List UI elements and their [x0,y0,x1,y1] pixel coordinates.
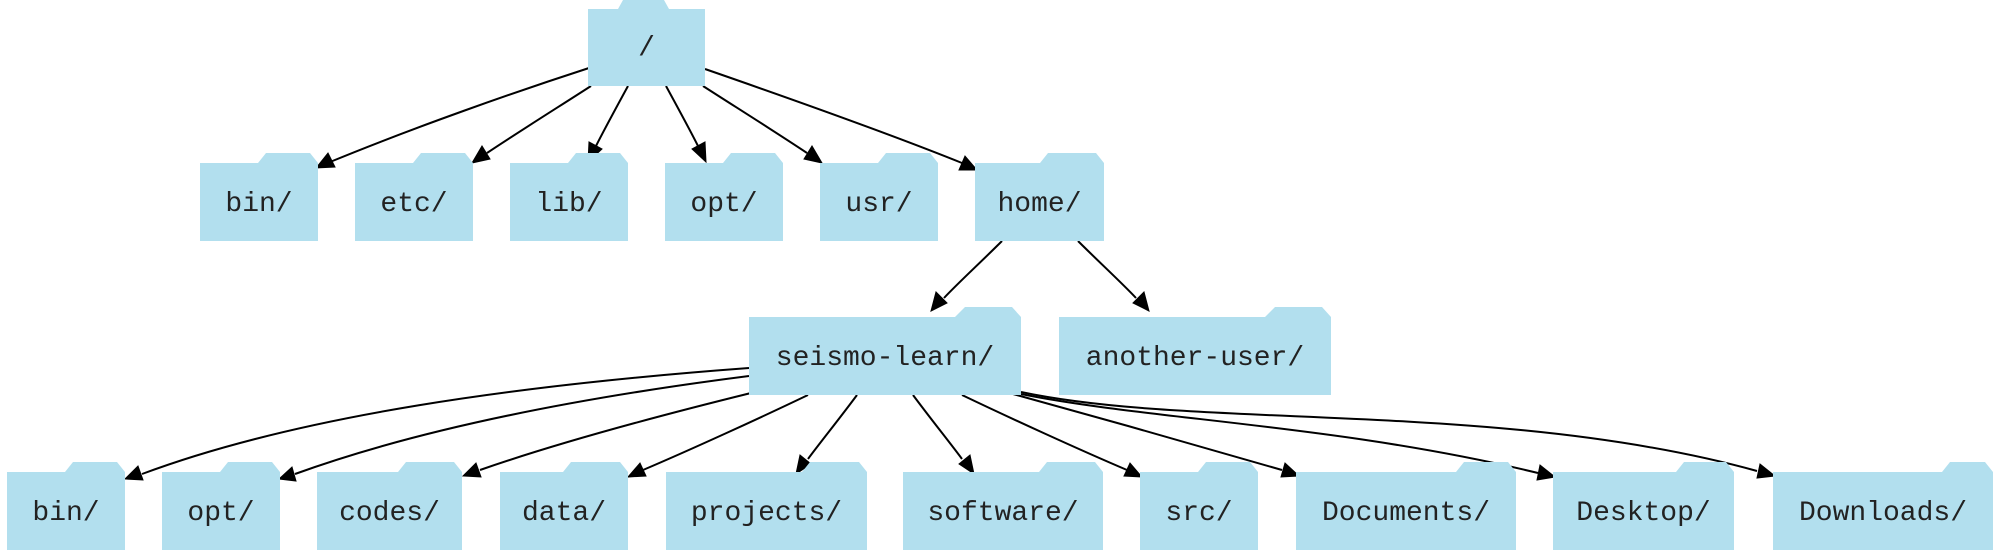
folder-icon [162,462,280,550]
folder-icon [317,462,462,550]
edge-root-to-bin [314,67,590,169]
folder-label: src/ [1165,498,1232,529]
edge-seismo-learn-to-projects [795,394,858,476]
edge-seismo-learn-to-opt [277,375,750,482]
folder-node-etc[interactable]: etc/ [355,153,473,241]
folder-icon [1773,462,1993,550]
edge-seismo-learn-to-desktop [1020,393,1557,481]
folder-node-home[interactable]: home/ [975,153,1104,241]
edge-seismo-learn-to-src [961,394,1144,478]
folder-icon [903,462,1103,550]
folder-icon [666,462,867,550]
folder-icon [510,153,628,241]
folder-icon [355,153,473,241]
folder-label: projects/ [691,498,842,529]
folder-label: Desktop/ [1576,498,1710,529]
folder-label: another-user/ [1086,343,1304,374]
folder-icon [749,307,1021,395]
folder-label: opt/ [187,498,254,529]
folder-label: etc/ [380,189,447,220]
folder-label: / [638,33,655,64]
folder-label: Downloads/ [1799,498,1967,529]
folder-label: Documents/ [1322,498,1490,529]
folder-label: usr/ [845,189,912,220]
edge-root-to-lib [587,85,629,164]
folder-icon [588,0,705,86]
folder-icon [665,153,783,241]
folder-node-another-user[interactable]: another-user/ [1059,307,1331,395]
folder-node-data[interactable]: data/ [500,462,628,550]
folder-icon [1140,462,1258,550]
folder-node-bin[interactable]: bin/ [200,153,318,241]
edge-home-to-seismo-learn [930,240,1003,312]
edge-seismo-learn-to-data [626,394,809,478]
folder-node-projects[interactable]: projects/ [666,462,867,550]
tree-edges [123,67,1777,482]
tree-nodes: / bin/ etc/ lib/ opt/ usr/ home/ [7,0,1993,550]
folder-icon [7,462,125,550]
folder-label: opt/ [690,189,757,220]
folder-label: codes/ [339,498,440,529]
folder-node-desktop[interactable]: Desktop/ [1553,462,1734,550]
edge-root-to-usr [702,85,824,164]
folder-icon [200,153,318,241]
folder-node-downloads[interactable]: Downloads/ [1773,462,1993,550]
edge-home-to-another-user [1077,240,1150,312]
folder-label: data/ [522,498,606,529]
edge-seismo-learn-to-downloads [1020,391,1777,479]
edge-seismo-learn-to-codes [461,392,752,478]
folder-icon [820,153,938,241]
folder-node-root[interactable]: / [588,0,705,86]
folder-icon [1059,307,1331,395]
folder-label: lib/ [535,189,602,220]
folder-icon [500,462,628,550]
edge-seismo-learn-to-bin [123,367,750,481]
edge-seismo-learn-to-software [912,394,975,476]
edge-root-to-opt [665,85,707,164]
folder-label: software/ [927,498,1078,529]
folder-node-lib[interactable]: lib/ [510,153,628,241]
folder-node-src[interactable]: src/ [1140,462,1258,550]
folder-icon [975,153,1104,241]
folder-label: seismo-learn/ [776,343,994,374]
edge-root-to-home [704,68,979,171]
folder-label: bin/ [32,498,99,529]
folder-node-software[interactable]: software/ [903,462,1103,550]
folder-icon [1296,462,1516,550]
folder-node-usr[interactable]: usr/ [820,153,938,241]
folder-node-documents[interactable]: Documents/ [1296,462,1516,550]
folder-node-codes[interactable]: codes/ [317,462,462,550]
folder-node-user-opt[interactable]: opt/ [162,462,280,550]
folder-label: bin/ [225,189,292,220]
folder-icon [1553,462,1734,550]
edge-root-to-etc [470,85,592,164]
edge-seismo-learn-to-documents [1012,393,1301,478]
folder-node-opt[interactable]: opt/ [665,153,783,241]
folder-node-user-bin[interactable]: bin/ [7,462,125,550]
folder-node-seismo-learn[interactable]: seismo-learn/ [749,307,1021,395]
folder-label: home/ [997,189,1081,220]
